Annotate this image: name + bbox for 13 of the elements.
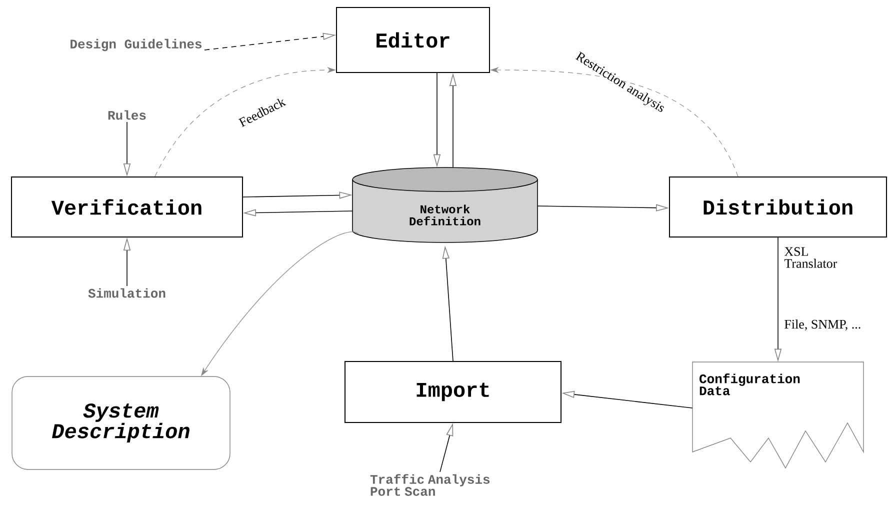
protocol-label: File, SNMP, ... [784,319,860,330]
database-cylinder: Network Definition [352,167,538,243]
process-box: Verification [11,176,243,238]
input-label: Design Guidelines [70,38,202,52]
input-label: Traffic Analysis Port Scan [370,474,490,496]
input-label: Simulation [88,288,166,298]
node-label: Network Definition [410,204,480,226]
process-box: Editor [336,7,490,73]
rounded-box: System Description [12,376,230,470]
process-box: Import [344,360,562,423]
edge-label: XSL Translator [784,247,838,268]
process-box: Distribution [669,176,887,238]
input-label: Rules [108,110,146,120]
